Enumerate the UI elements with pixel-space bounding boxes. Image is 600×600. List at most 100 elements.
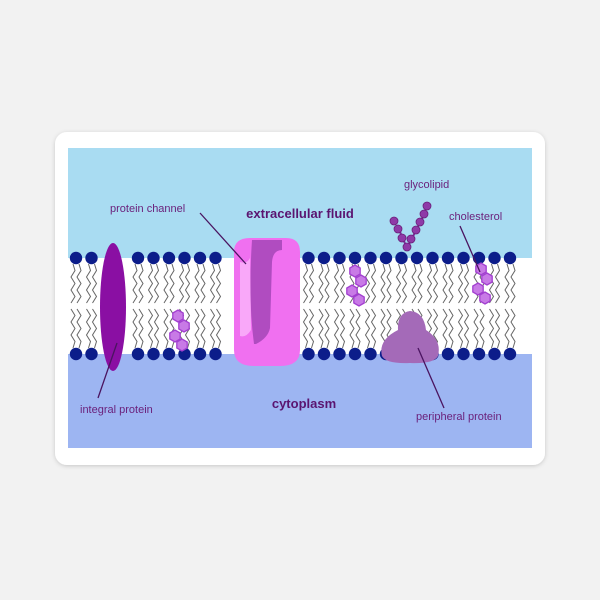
glycolipid-sugar (393, 224, 403, 234)
integral-protein-shape (100, 243, 126, 371)
phospholipid-head (178, 251, 191, 265)
lipid-tail (339, 263, 346, 304)
glycolipid-sugar (402, 242, 412, 252)
phospholipid-head (488, 347, 501, 361)
phospholipid-head (147, 347, 160, 361)
lipid-tail (302, 308, 309, 349)
lipid-tail (370, 263, 377, 304)
glycolipid-sugar (389, 216, 399, 226)
lipid-tail (442, 263, 448, 304)
lipid-tail (200, 263, 206, 304)
phospholipid-head (410, 251, 424, 265)
cholesterol-ring (349, 264, 361, 278)
cholesterol-label: cholesterol (449, 211, 502, 223)
phospholipid-head (395, 251, 408, 265)
phospholipid-head (85, 251, 98, 265)
lipid-tail (457, 263, 464, 304)
phospholipid-head (364, 251, 377, 265)
lipid-tail (370, 308, 377, 349)
lipid-tail (504, 308, 510, 349)
lipid-tail (432, 263, 439, 304)
lipid-tail (494, 308, 501, 349)
cholesterol-ring (176, 338, 188, 352)
cholesterol-cluster-mid (346, 264, 367, 307)
lipid-tail (209, 263, 216, 304)
leader-cholesterol (459, 225, 481, 273)
glycolipid-sugar (397, 233, 407, 243)
phospholipid-head (333, 347, 346, 361)
lipid-tail (147, 263, 154, 304)
phospholipid-head (503, 251, 517, 265)
phospholipid-head (426, 251, 439, 265)
glycolipid-sugar (411, 225, 421, 235)
cholesterol-ring (479, 291, 491, 305)
lipid-tail (448, 263, 454, 304)
lipid-tail (432, 308, 439, 349)
lipid-tail (132, 263, 138, 304)
lipid-tail (386, 263, 392, 304)
leader-integral-protein (97, 342, 118, 399)
lipid-tail (76, 263, 82, 304)
phospholipid-head (317, 347, 331, 361)
phospholipid-head (302, 347, 315, 361)
extracellular-fluid-label: extracellular fluid (246, 206, 354, 221)
lipid-tail (76, 308, 82, 349)
lipid-tail (339, 308, 346, 349)
lipid-tail (401, 263, 408, 304)
lipid-tail (318, 308, 324, 349)
protein-channel-shape (234, 238, 300, 366)
phospholipid-head (317, 251, 331, 265)
lipid-tail (510, 263, 516, 304)
lipid-tail (355, 308, 361, 349)
phospholipid-head (348, 347, 362, 361)
lipid-tail (184, 263, 191, 304)
lipid-tail (448, 308, 454, 349)
glycolipid-label: glycolipid (404, 179, 449, 191)
lipid-tail (504, 263, 510, 304)
lipid-tail (364, 308, 371, 349)
phospholipid-head (457, 347, 470, 361)
phospholipid-head (209, 347, 222, 361)
lipid-tail (200, 308, 206, 349)
lipid-tail (70, 263, 76, 304)
phospholipid-head (147, 251, 160, 265)
lipid-tail (163, 263, 169, 304)
glycolipid-sugar (419, 209, 429, 219)
phospholipid-head (503, 347, 517, 361)
leader-lines (97, 212, 481, 409)
lipid-tail (324, 308, 330, 349)
lipid-tail (91, 308, 98, 349)
cholesterol-ring (169, 329, 181, 343)
lipid-tail (457, 308, 464, 349)
leader-protein-channel (199, 212, 247, 265)
lipid-tail (302, 263, 309, 304)
lipid-tail (488, 263, 495, 304)
lipid-tail (215, 308, 222, 349)
lipid-tail (318, 263, 324, 304)
lipid-tail (194, 308, 200, 349)
lipid-tail (147, 308, 154, 349)
protein-channel-label: protein channel (110, 203, 185, 215)
lipid-tail (364, 263, 371, 304)
leader-peripheral-protein (417, 347, 445, 409)
lipid-tail (463, 263, 470, 304)
lipid-tail (70, 308, 76, 349)
lipid-tail (479, 308, 485, 349)
phospholipid-head (302, 251, 315, 265)
cholesterol-ring (472, 282, 484, 296)
phospholipid-head (472, 251, 486, 265)
lipid-tail (349, 308, 355, 349)
lipid-tail (153, 263, 160, 304)
lipid-tail (194, 263, 200, 304)
phospholipid-head (333, 251, 346, 265)
cholesterol-ring (346, 284, 358, 298)
lipid-tail (85, 308, 92, 349)
lipid-tail (308, 263, 315, 304)
lipid-tail (308, 308, 315, 349)
phospholipid-head (364, 347, 377, 361)
peripheral-protein-shape (381, 311, 439, 364)
lipid-tail (494, 263, 501, 304)
lipid-tail (138, 263, 144, 304)
glycolipid-chain (389, 201, 432, 252)
